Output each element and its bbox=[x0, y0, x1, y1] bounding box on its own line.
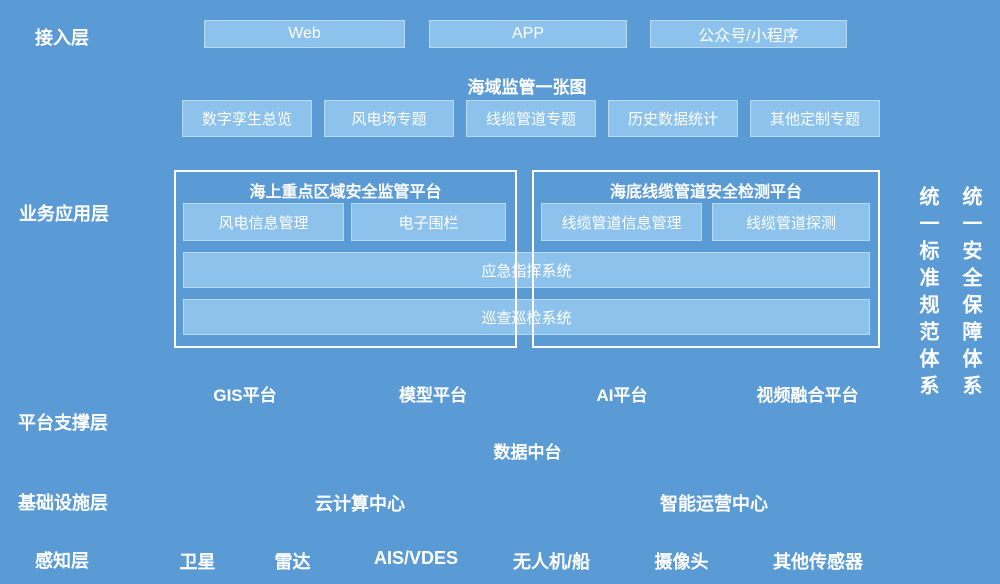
topic-box-wind-farm: 风电场专题 bbox=[324, 100, 454, 137]
sensor-ais-vdes: AIS/VDES bbox=[373, 548, 459, 568]
access-box-app: APP bbox=[429, 20, 627, 48]
sensor-camera: 摄像头 bbox=[654, 552, 709, 572]
one-map-title: 海域监管一张图 bbox=[467, 78, 587, 97]
sensor-radar: 雷达 bbox=[274, 552, 311, 572]
shared-system-patrol-inspection: 巡查巡检系统 bbox=[183, 299, 870, 335]
infra-smart-ops-center: 智能运营中心 bbox=[660, 494, 768, 514]
vertical-text-standard-system: 统一标准规范体系 bbox=[916, 186, 938, 402]
topic-box-digital-twin: 数字孪生总览 bbox=[182, 100, 312, 137]
layer-label-access: 接入层 bbox=[35, 28, 89, 48]
platform-gis: GIS平台 bbox=[213, 386, 277, 405]
module-box-cable-detection: 线缆管道探测 bbox=[712, 203, 870, 241]
platform-data-middle: 数据中台 bbox=[493, 443, 562, 462]
sensor-satellite: 卫星 bbox=[179, 552, 216, 572]
platform-ai: AI平台 bbox=[596, 386, 648, 405]
access-box-web: Web bbox=[204, 20, 405, 48]
layer-label-infrastructure: 基础设施层 bbox=[18, 493, 108, 513]
sensor-other: 其他传感器 bbox=[773, 552, 863, 572]
topic-box-history-stats: 历史数据统计 bbox=[608, 100, 738, 137]
module-box-electronic-fence: 电子围栏 bbox=[351, 203, 506, 241]
sensor-drone-boat: 无人机/船 bbox=[512, 552, 590, 572]
infra-cloud-center: 云计算中心 bbox=[315, 494, 405, 514]
panel-title-marine-supervision: 海上重点区域安全监管平台 bbox=[249, 184, 442, 201]
module-box-wind-info-mgmt: 风电信息管理 bbox=[183, 203, 344, 241]
module-box-cable-info-mgmt: 线缆管道信息管理 bbox=[541, 203, 702, 241]
panel-title-cable-detection: 海底线缆管道安全检测平台 bbox=[609, 184, 802, 201]
platform-model: 模型平台 bbox=[399, 386, 467, 405]
topic-box-cable-pipeline: 线缆管道专题 bbox=[466, 100, 596, 137]
layer-label-perception: 感知层 bbox=[35, 551, 89, 571]
layer-label-platform: 平台支撑层 bbox=[18, 413, 108, 433]
vertical-text-security-system: 统一安全保障体系 bbox=[959, 186, 981, 402]
platform-video-fusion: 视频融合平台 bbox=[756, 386, 859, 405]
layer-label-business: 业务应用层 bbox=[19, 204, 109, 224]
access-box-wechat: 公众号/小程序 bbox=[650, 20, 847, 48]
shared-system-emergency-command: 应急指挥系统 bbox=[183, 252, 870, 288]
panel-marine-key-area-supervision bbox=[174, 170, 517, 348]
topic-box-custom: 其他定制专题 bbox=[750, 100, 880, 137]
panel-submarine-cable-detection bbox=[532, 170, 880, 348]
